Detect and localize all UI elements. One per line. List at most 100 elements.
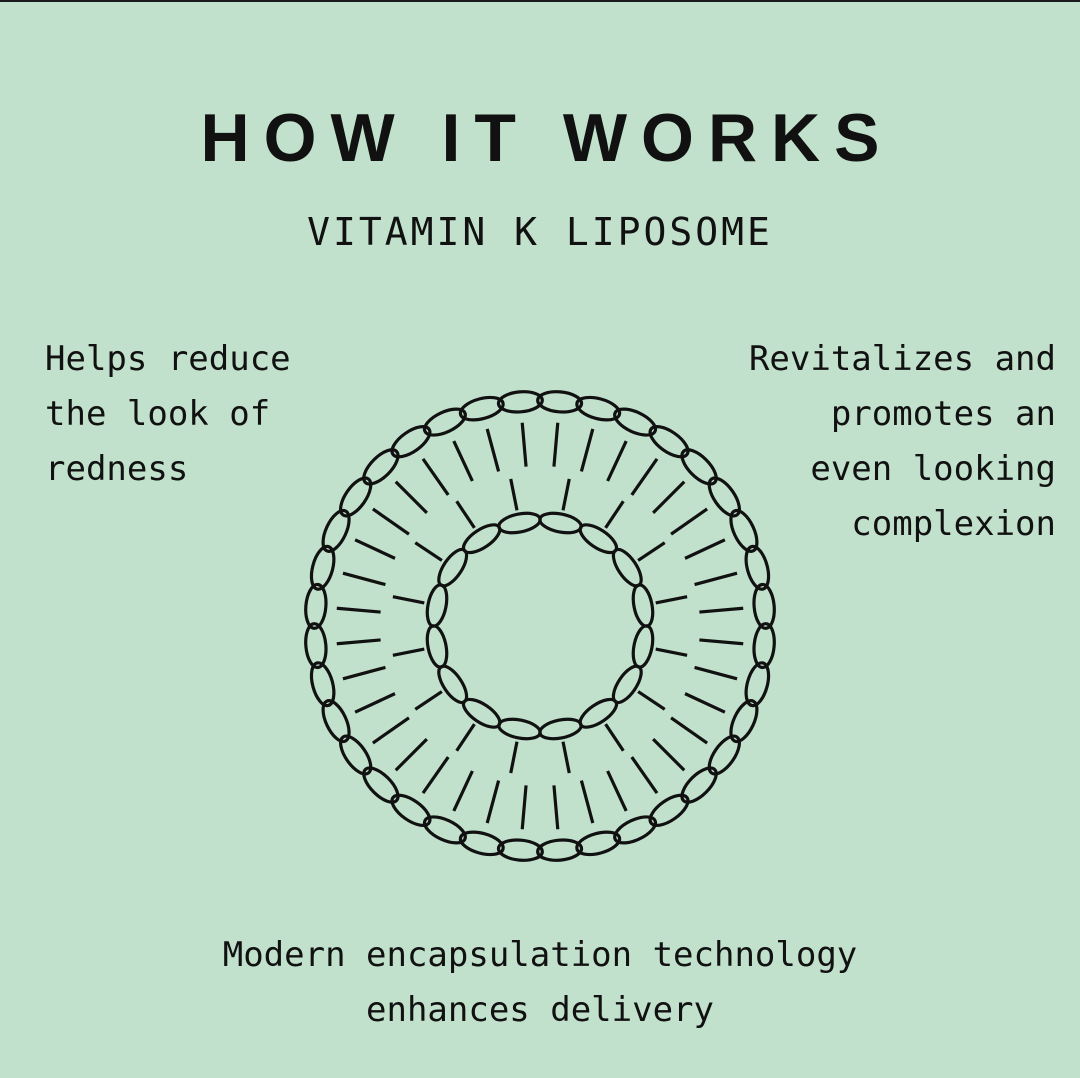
liposome-bilayer-icon bbox=[304, 390, 776, 862]
outer-lipid-tail bbox=[684, 692, 726, 714]
outer-lipid-head bbox=[752, 622, 776, 670]
outer-lipid-head bbox=[458, 830, 505, 857]
outer-lipid-head bbox=[729, 699, 759, 744]
inner-lipid-head bbox=[631, 624, 655, 669]
outer-lipid-tail bbox=[652, 480, 686, 514]
outer-lipid-head bbox=[575, 830, 622, 857]
inner-lipid-head bbox=[538, 511, 583, 535]
inner-lipid-tail bbox=[414, 541, 443, 562]
outer-lipid-head bbox=[648, 425, 690, 459]
inner-lipid-head bbox=[425, 624, 449, 669]
outer-lipid-tail bbox=[699, 638, 744, 646]
outer-lipid-head bbox=[536, 390, 584, 414]
outer-lipid-head bbox=[680, 448, 718, 486]
outer-lipid-head bbox=[339, 734, 373, 776]
inner-lipid-tail bbox=[392, 595, 425, 605]
outer-lipid-tail bbox=[552, 422, 560, 467]
outer-lipid-tail bbox=[354, 692, 396, 714]
outer-lipid-head bbox=[339, 476, 373, 518]
outer-lipid-tail bbox=[371, 716, 410, 745]
outer-lipid-tail bbox=[394, 738, 428, 772]
outer-lipid-tail bbox=[699, 606, 744, 614]
benefit-delivery-text: Modern encapsulation technology enhances… bbox=[222, 935, 858, 1030]
outer-lipid-head bbox=[707, 476, 741, 518]
outer-lipid-head bbox=[304, 622, 328, 670]
inner-lipid-tail bbox=[455, 500, 476, 529]
outer-lipid-tail bbox=[694, 665, 738, 681]
outer-lipid-tail bbox=[336, 606, 381, 614]
outer-lipid-head bbox=[648, 793, 690, 827]
outer-lipid-head bbox=[744, 544, 771, 591]
outer-lipid-tail bbox=[371, 507, 410, 536]
outer-lipid-tail bbox=[336, 638, 381, 646]
outer-lipid-head bbox=[707, 734, 741, 776]
outer-lipid-tail bbox=[485, 428, 501, 472]
outer-lipid-tail bbox=[670, 507, 709, 536]
outer-lipid-head bbox=[362, 766, 400, 804]
outer-lipid-tail bbox=[520, 422, 528, 467]
outer-lipid-head bbox=[744, 661, 771, 708]
outer-lipid-head bbox=[422, 407, 467, 437]
outer-lipid-tail bbox=[354, 538, 396, 560]
inner-lipid-tail bbox=[604, 500, 625, 529]
inner-lipid-tail bbox=[561, 741, 571, 774]
outer-lipid-tail bbox=[670, 716, 709, 745]
outer-lipid-head bbox=[304, 582, 328, 630]
inner-lipid-head bbox=[497, 717, 542, 741]
inner-lipid-tail bbox=[561, 478, 571, 511]
outer-lipid-head bbox=[422, 815, 467, 845]
inner-lipid-head bbox=[631, 583, 655, 628]
outer-lipid-tail bbox=[485, 780, 501, 824]
outer-lipid-tail bbox=[606, 440, 628, 482]
outer-lipid-head bbox=[536, 838, 584, 862]
inner-lipid-tail bbox=[509, 741, 519, 774]
benefit-revitalize-text: Revitalizes and promotes an even looking… bbox=[748, 339, 1056, 544]
outer-lipid-head bbox=[613, 815, 658, 845]
benefit-redness-text: Helps reduce the look of redness bbox=[45, 339, 291, 489]
outer-lipid-head bbox=[496, 838, 544, 862]
inner-lipid-tail bbox=[655, 595, 688, 605]
page-title: HOW IT WORKS bbox=[200, 100, 894, 176]
outer-lipid-head bbox=[458, 395, 505, 422]
outer-lipid-tail bbox=[630, 756, 659, 795]
inner-lipid-tail bbox=[655, 647, 688, 657]
inner-lipid-tail bbox=[604, 723, 625, 752]
inner-lipid-head bbox=[497, 511, 542, 535]
outer-lipid-head bbox=[496, 390, 544, 414]
outer-lipid-head bbox=[362, 448, 400, 486]
outer-lipid-head bbox=[729, 508, 759, 553]
inner-lipid-head bbox=[538, 717, 583, 741]
outer-lipid-tail bbox=[606, 770, 628, 812]
outer-lipid-tail bbox=[652, 738, 686, 772]
inner-lipid-head bbox=[425, 583, 449, 628]
outer-lipid-head bbox=[321, 699, 351, 744]
outer-lipid-tail bbox=[694, 571, 738, 587]
inner-lipid-tail bbox=[392, 647, 425, 657]
outer-lipid-tail bbox=[552, 785, 560, 830]
inner-lipid-tail bbox=[637, 541, 666, 562]
inner-lipid-tail bbox=[509, 478, 519, 511]
inner-lipid-tail bbox=[414, 690, 443, 711]
outer-lipid-tail bbox=[421, 457, 450, 496]
outer-lipid-tail bbox=[342, 571, 386, 587]
outer-lipid-head bbox=[309, 544, 336, 591]
inner-lipid-tail bbox=[455, 723, 476, 752]
inner-lipid-tail bbox=[637, 690, 666, 711]
outer-lipid-tail bbox=[579, 780, 595, 824]
outer-lipid-head bbox=[613, 407, 658, 437]
outer-lipid-head bbox=[390, 793, 432, 827]
outer-lipid-tail bbox=[579, 428, 595, 472]
outer-lipid-head bbox=[752, 582, 776, 630]
outer-lipid-tail bbox=[342, 665, 386, 681]
outer-lipid-tail bbox=[520, 785, 528, 830]
outer-lipid-head bbox=[321, 508, 351, 553]
outer-lipid-head bbox=[575, 395, 622, 422]
outer-lipid-tail bbox=[630, 457, 659, 496]
outer-lipid-tail bbox=[452, 770, 474, 812]
outer-lipid-tail bbox=[394, 480, 428, 514]
outer-lipid-head bbox=[680, 766, 718, 804]
outer-lipid-tail bbox=[421, 756, 450, 795]
page-subtitle: VITAMIN K LIPOSOME bbox=[307, 210, 773, 254]
outer-lipid-head bbox=[309, 661, 336, 708]
